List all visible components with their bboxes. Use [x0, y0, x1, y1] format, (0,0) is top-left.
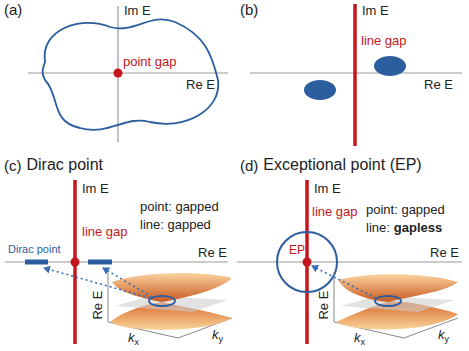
panel-c	[5, 180, 232, 344]
gap-status: line:	[366, 221, 390, 235]
gap-label: line gap	[312, 205, 358, 219]
panel-title: Dirac point	[27, 156, 103, 174]
axis-label: Re E	[317, 291, 331, 320]
axis-subscript: y	[445, 335, 450, 345]
axis-label: Im E	[82, 182, 109, 196]
axis-label: k	[128, 331, 135, 345]
panel-b	[250, 4, 462, 146]
gap-label: point gap	[123, 55, 177, 69]
axis-label: Im E	[362, 4, 389, 18]
axis-label: Re E	[186, 78, 215, 92]
axis-label: Im E	[124, 4, 151, 18]
axis-label: Re E	[430, 246, 459, 260]
gap-label: line gap	[361, 34, 407, 48]
panel-a	[28, 6, 228, 142]
axis-subscript: x	[135, 338, 140, 348]
gap-status: gapless	[394, 221, 442, 235]
gap-label: line gap	[82, 225, 128, 239]
axis-subscript: x	[361, 338, 366, 348]
axis-subscript: y	[219, 335, 224, 345]
gap-status: point: gapped	[366, 203, 445, 217]
gap-status: line: gapped	[140, 218, 211, 232]
gap-status: point: gapped	[140, 200, 219, 214]
point-label: EP	[289, 244, 305, 257]
point-label: Dirac point	[8, 243, 61, 255]
panel-letter: (b)	[240, 2, 258, 19]
axis-label: Re E	[424, 78, 453, 92]
panel-letter: (a)	[4, 2, 22, 19]
axis-label: Re E	[198, 246, 227, 260]
axis-label: k	[438, 328, 445, 342]
panel-letter: (c)	[4, 158, 22, 175]
axis-label: Re E	[91, 291, 105, 320]
panel-letter: (d)	[240, 158, 258, 175]
panel-d	[237, 180, 462, 344]
axis-label: Im E	[314, 182, 341, 196]
panel-title: Exceptional point (EP)	[263, 156, 421, 174]
axis-label: k	[212, 328, 219, 342]
axis-label: k	[354, 331, 361, 345]
